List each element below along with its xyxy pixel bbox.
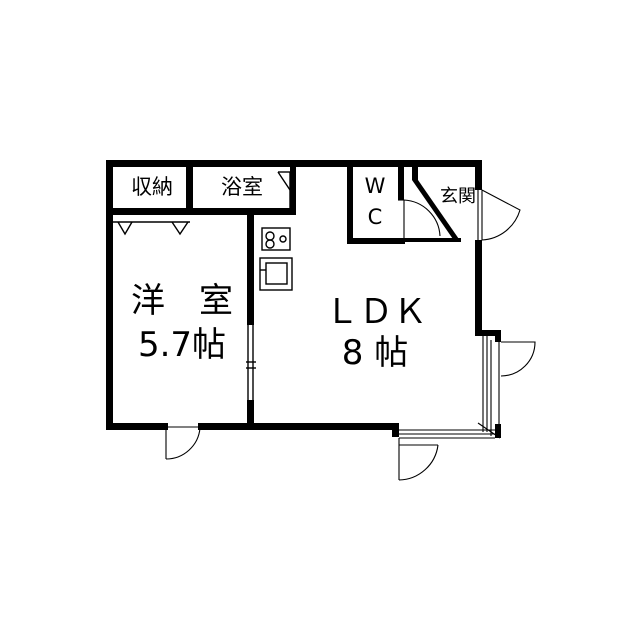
- ldk-size: 8 帖: [342, 333, 408, 373]
- ldk-bottom-door: [398, 429, 495, 481]
- wc-label-w: W: [365, 174, 386, 198]
- wc-label-c: C: [368, 205, 383, 229]
- stove-icon: [261, 227, 291, 251]
- western-room-size: 5.7帖: [138, 325, 226, 365]
- sink-icon: [259, 257, 293, 291]
- sliding-door-western: [246, 325, 256, 400]
- ldk-name: ＬＤＫ: [325, 292, 427, 332]
- entrance-door: [477, 189, 521, 241]
- bath-label: 浴室: [221, 175, 263, 199]
- storage-label: 収納: [131, 175, 173, 199]
- bath-door: [277, 171, 291, 208]
- entrance-label: 玄関: [440, 186, 476, 207]
- interior-walls: [106, 160, 461, 430]
- wc-door: [398, 199, 441, 241]
- bay-window: [477, 336, 536, 439]
- western-room-door: [165, 423, 201, 460]
- storage-doors: [113, 221, 190, 236]
- western-room-name: 洋 室: [131, 281, 233, 321]
